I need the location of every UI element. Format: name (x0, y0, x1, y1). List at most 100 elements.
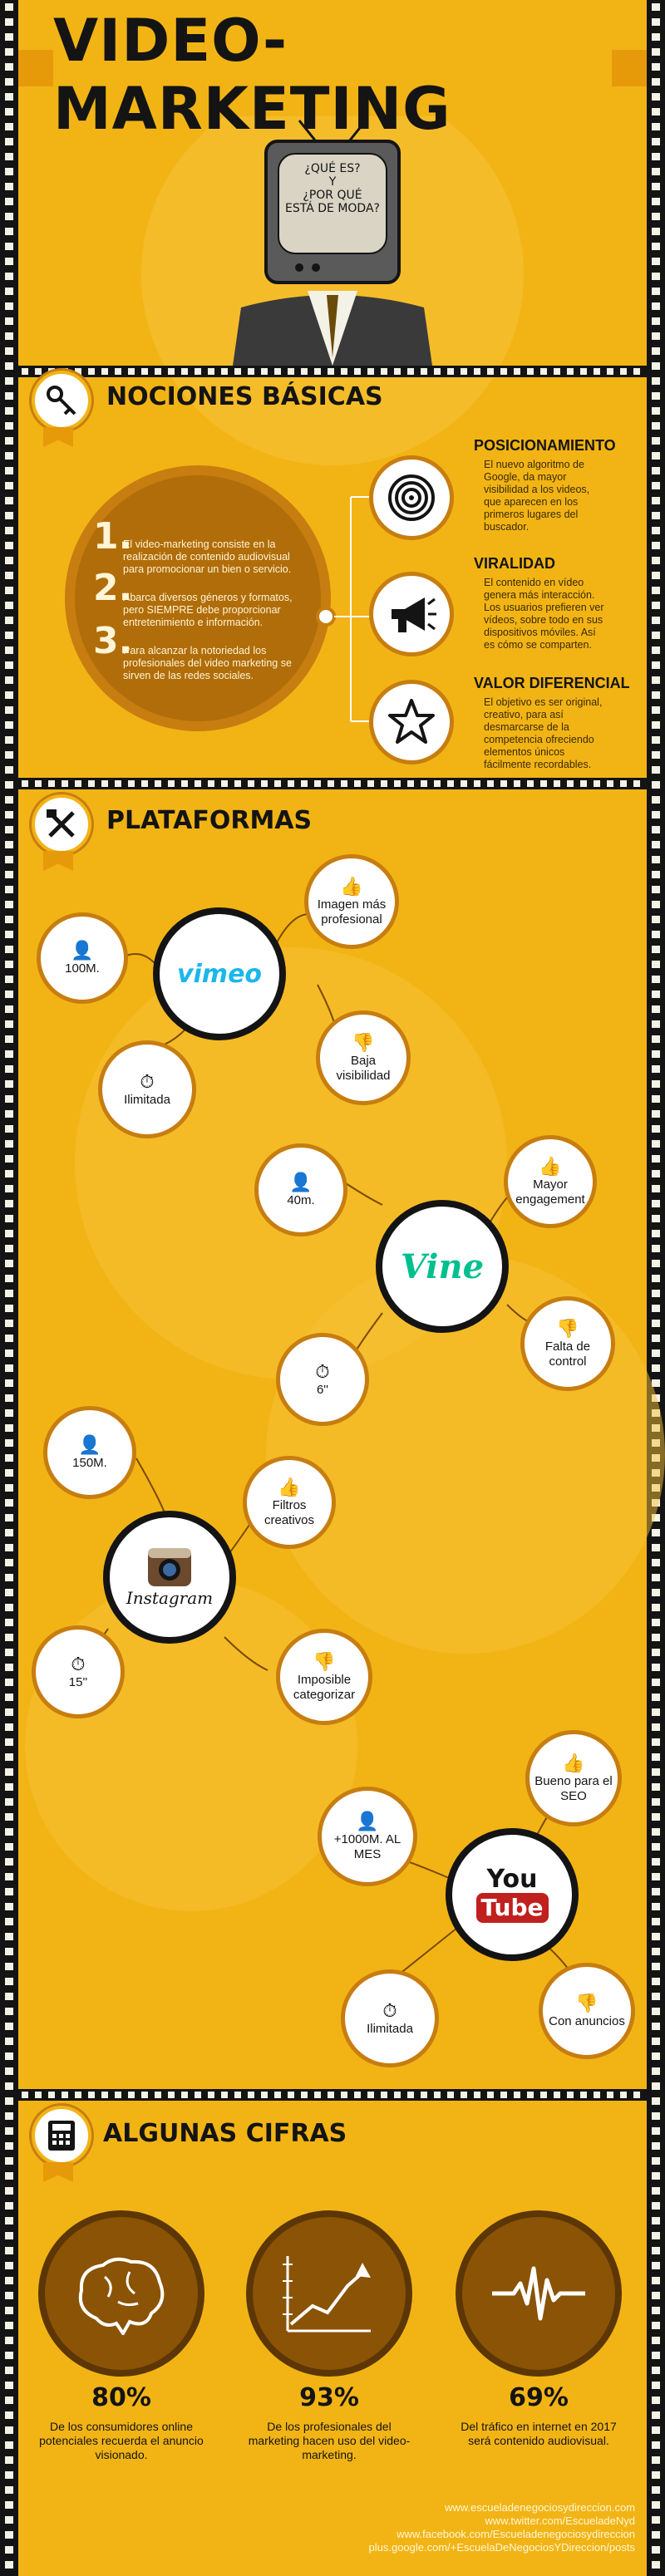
posicionamiento-heading: POSICIONAMIENTO (474, 437, 616, 454)
instagram-duration-label: 15'' (68, 1675, 88, 1689)
film-strip-right (647, 0, 665, 2576)
thumbs-down-icon: 👎 (313, 1651, 336, 1672)
calculator-badge (32, 2106, 91, 2166)
stopwatch-icon: ⏱ (315, 1361, 330, 1382)
viralidad-heading: VIRALIDAD (474, 555, 555, 572)
instagram-users: 👤 150M. (43, 1406, 136, 1499)
vine-con: 👎 Falta de control (520, 1296, 615, 1391)
youtube-duration: ⏱ Ilimitada (341, 1969, 439, 2067)
user-icon: 👤 (289, 1172, 313, 1192)
thumbs-up-icon: 👍 (278, 1477, 301, 1497)
instagram-con: 👎 Imposible categorizar (276, 1629, 372, 1725)
vimeo-logo-circle: vimeo (153, 907, 286, 1040)
youtube-con-label: Con anuncios (549, 2014, 625, 2028)
stopwatch-icon: ⏱ (382, 2000, 397, 2021)
youtube-con: 👎 Con anuncios (539, 1963, 635, 2059)
user-icon: 👤 (356, 1811, 379, 1831)
calculator-icon (48, 2121, 75, 2151)
megaphone-circle (369, 572, 454, 656)
youtube-duration-label: Ilimitada (367, 2022, 413, 2036)
megaphone-icon (392, 597, 436, 632)
target-circle (369, 455, 454, 540)
youtube-logo-you: You (486, 1865, 538, 1894)
key-icon (47, 386, 76, 415)
vimeo-logo: vimeo (176, 959, 263, 989)
vine-duration: ⏱ 6'' (276, 1333, 369, 1426)
vine-duration-label: 6'' (316, 1383, 329, 1397)
vimeo-pro: 👍 Imagen más profesional (304, 854, 399, 949)
vine-users-label: 40m. (287, 1193, 315, 1207)
vine-pro-label: Mayor engagement (515, 1177, 585, 1207)
vine-con-label: Falta de control (544, 1340, 591, 1369)
youtube-pro-label: Bueno para el SEO (534, 1774, 613, 1803)
number-2: 2. (93, 567, 133, 609)
page-title: VIDEO-MARKETING (53, 7, 451, 143)
section-separator (18, 2089, 647, 2101)
tv-line-4: ESTÁ DE MODA? (285, 202, 380, 215)
section-title-plataformas: PLATAFORMAS (106, 806, 313, 835)
nociones-inner-circle (75, 475, 321, 721)
stat-circle-3 (456, 2210, 622, 2377)
youtube-logo-tube: Tube (475, 1893, 549, 1923)
growth-chart-icon (283, 2256, 371, 2333)
instagram-duration: ⏱ 15'' (32, 1625, 125, 1718)
star-icon (388, 699, 435, 744)
user-icon: 👤 (78, 1434, 101, 1455)
vimeo-duration-label: Ilimitada (124, 1093, 170, 1107)
instagram-users-label: 150M. (72, 1456, 107, 1470)
section-separator (18, 366, 647, 377)
star-circle (369, 680, 454, 764)
tools-icon (47, 809, 75, 838)
viralidad-text: El contenido en vídeo genera más interac… (484, 577, 604, 651)
youtube-users: 👤 +1000M. AL MES (318, 1787, 417, 1886)
stat-text-1: De los consumidores online potenciales r… (39, 2420, 204, 2461)
youtube-users-label: +1000M. AL MES (333, 1832, 401, 1861)
vimeo-users-label: 100M. (65, 961, 100, 976)
valor-heading: VALOR DIFERENCIAL (474, 675, 630, 691)
footer-link-googleplus[interactable]: plus.google.com/+EscuelaDeNegociosYDirec… (368, 2541, 635, 2554)
section-separator (18, 778, 647, 789)
nociones-text-3: Para alcanzar la notoriedad los profesio… (123, 645, 292, 681)
tv-head-man-illustration (233, 120, 432, 366)
posicionamiento-text: El nuevo algoritmo de Google, da mayor v… (484, 459, 590, 533)
section-title-nociones: NOCIONES BÁSICAS (106, 382, 383, 411)
thumbs-down-icon: 👎 (556, 1318, 579, 1339)
number-1: 1. (93, 515, 133, 558)
instagram-pro: 👍 Filtros creativos (243, 1456, 336, 1549)
footer-link-facebook[interactable]: www.facebook.com/Escueladenegociosydirec… (397, 2528, 635, 2540)
tv-line-3: ¿POR QUÉ (303, 189, 362, 202)
user-icon: 👤 (71, 940, 94, 961)
stat-value-1: 80% (91, 2383, 151, 2412)
stat-circle-1 (38, 2210, 204, 2377)
footer-link-website[interactable]: www.escueladenegociosydireccion.com (444, 2501, 635, 2514)
film-strip-left (0, 0, 18, 2576)
pulse-icon (492, 2266, 585, 2321)
thumbs-up-icon: 👍 (539, 1156, 562, 1177)
thumbs-down-icon: 👎 (575, 1993, 598, 2013)
section-title-cifras: ALGUNAS CIFRAS (103, 2119, 347, 2148)
stat-circle-2 (246, 2210, 412, 2377)
vine-logo-circle: Vine (376, 1200, 509, 1333)
thumbs-up-icon: 👍 (340, 876, 363, 897)
banner-tail-right (610, 50, 647, 86)
stopwatch-icon: ⏱ (71, 1654, 86, 1674)
vimeo-con-label: Baja visibilidad (336, 1054, 391, 1083)
nociones-text-1: El video-marketing consiste en la realiz… (123, 538, 292, 575)
footer-link-twitter[interactable]: www.twitter.com/EscueladeNyd (485, 2515, 635, 2527)
instagram-pro-label: Filtros creativos (264, 1498, 315, 1527)
connector-lines (316, 496, 372, 722)
camera-icon (148, 1548, 191, 1586)
stat-text-2: De los profesionales del marketing hacen… (248, 2420, 411, 2461)
stat-value-2: 93% (299, 2383, 359, 2412)
youtube-logo-circle: You Tube (446, 1828, 579, 1961)
number-3: 3. (93, 620, 133, 662)
banner-tail-left (18, 50, 55, 86)
key-badge (32, 371, 91, 430)
title-banner: VIDEO-MARKETING (53, 7, 612, 143)
vimeo-con: 👎 Baja visibilidad (316, 1010, 411, 1105)
stopwatch-icon: ⏱ (140, 1071, 155, 1092)
valor-text: El objetivo es ser original, creativo, p… (484, 696, 603, 770)
instagram-logo-circle: Instagram (103, 1511, 236, 1644)
vine-users: 👤 40m. (254, 1143, 347, 1236)
target-icon (388, 474, 435, 521)
